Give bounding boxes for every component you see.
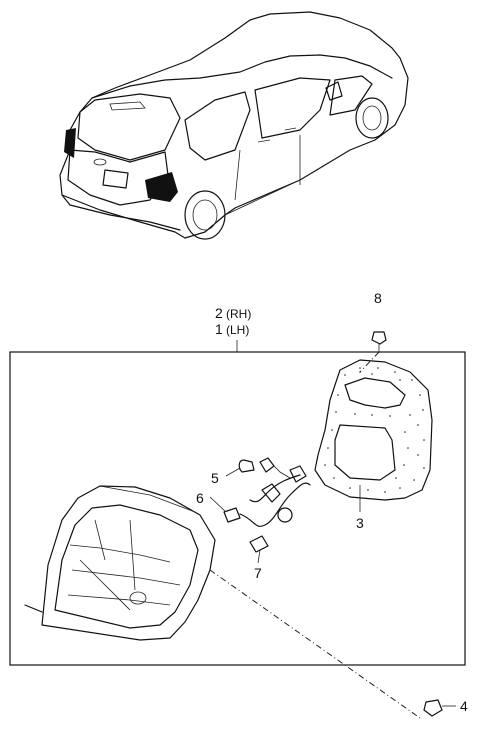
tail-lamp-housing: [24, 485, 216, 641]
callout-8: 8: [374, 290, 382, 306]
rear-lamp-left-highlight: [64, 128, 76, 158]
callout-1: 1: [215, 321, 223, 337]
bolt-8-part: [359, 331, 387, 373]
callout-1-side: (LH): [226, 323, 249, 337]
callout-5: 5: [211, 470, 219, 486]
bolt-4-part: [209, 569, 456, 719]
callout-6: 6: [196, 490, 204, 506]
rear-lamp-right-highlight: [145, 172, 178, 202]
callout-4: 4: [460, 698, 468, 714]
callout-3: 3: [356, 515, 364, 531]
socket-wiring: [223, 457, 311, 553]
assembly-frame: [9, 351, 466, 666]
callout-2: 2: [215, 305, 223, 321]
callout-7: 7: [254, 565, 262, 581]
callout-2-side: (RH): [226, 307, 251, 321]
gasket-part: [314, 359, 433, 501]
car-illustration: [59, 11, 409, 240]
